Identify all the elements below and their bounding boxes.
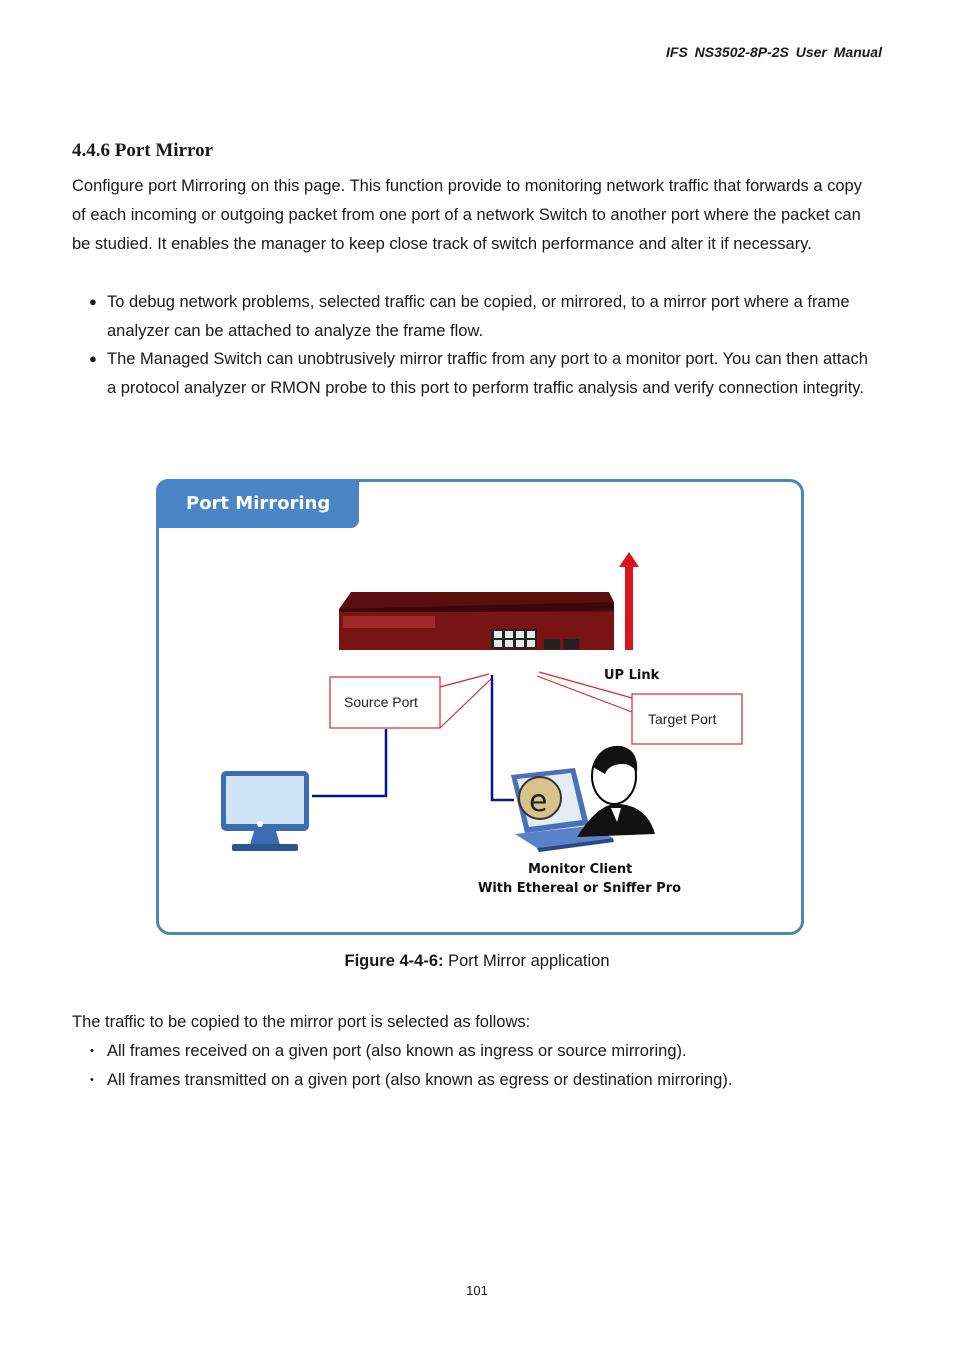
list-item: • All frames transmitted on a given port … [72, 1066, 872, 1095]
port-mirroring-diagram: UP Link Source Port Target Port e [221, 552, 743, 896]
page-number: 101 [466, 1283, 488, 1298]
monitor-client-icon: e [511, 745, 655, 852]
source-port-label: Source Port [344, 694, 418, 710]
caption-text: Port Mirror application [443, 952, 610, 970]
section-title: 4.4.6 Port Mirror [72, 140, 214, 161]
bullet-icon: • [90, 1074, 94, 1086]
bullet-icon: ● [89, 351, 97, 366]
intro-paragraph: Configure port Mirroring on this page. T… [72, 177, 862, 253]
uplink-arrow-icon [619, 552, 639, 650]
target-port-callout [631, 693, 743, 745]
source-link [312, 729, 388, 798]
source-port-callout [329, 676, 441, 729]
manual-header: IFS NS3502-8P-2S User Manual [666, 44, 882, 60]
list-item-text: The Managed Switch can unobtrusively mir… [107, 350, 868, 397]
svg-text:e: e [529, 784, 547, 819]
list-item: ● To debug network problems, selected tra… [72, 288, 872, 345]
monitor-link [490, 675, 514, 802]
list-item-text: To debug network problems, selected traf… [107, 293, 850, 340]
traffic-lead: The traffic to be copied to the mirror p… [72, 1013, 531, 1031]
port-mirroring-figure: Port Mirroring UP Link So [156, 479, 804, 935]
bullet-icon: ● [89, 294, 97, 309]
figure-tab-title: Port Mirroring [156, 479, 359, 528]
traffic-list: • All frames received on a given port (al… [72, 1037, 872, 1095]
list-item: • All frames received on a given port (al… [72, 1037, 872, 1066]
feature-list: ● To debug network problems, selected tra… [72, 288, 872, 402]
monitor-client-label: Monitor Client [528, 862, 632, 877]
figure-caption: Figure 4-4-6: Port Mirror application [0, 952, 954, 971]
list-item: ● The Managed Switch can unobtrusively mi… [72, 345, 872, 402]
bullet-icon: • [90, 1045, 94, 1057]
target-port-label: Target Port [648, 711, 717, 727]
list-item-text: All frames transmitted on a given port (… [107, 1071, 733, 1089]
uplink-label: UP Link [604, 668, 660, 683]
monitor-client-sublabel: With Ethereal or Sniffer Pro [478, 881, 681, 896]
caption-label: Figure 4-4-6: [344, 952, 444, 970]
switch-icon [339, 592, 614, 650]
computer-icon [221, 771, 309, 851]
list-item-text: All frames received on a given port (als… [107, 1042, 687, 1060]
